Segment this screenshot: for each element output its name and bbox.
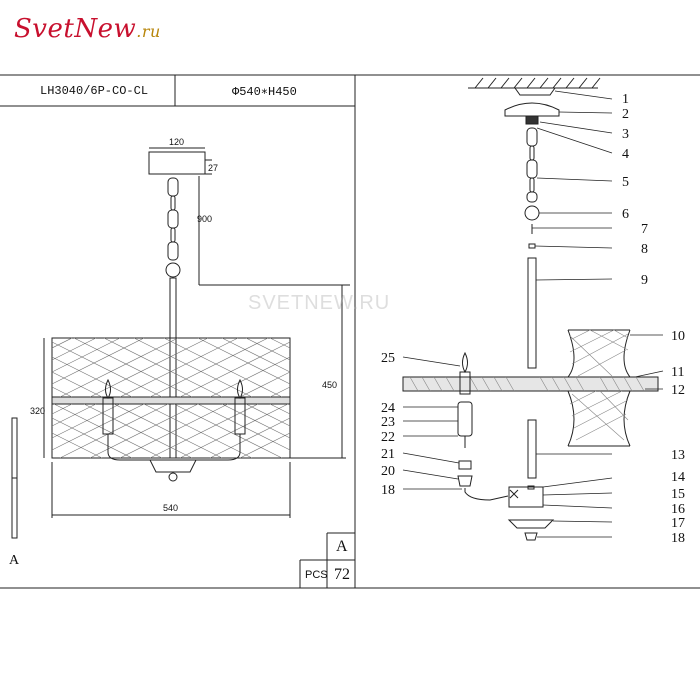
ring-band <box>51 396 291 405</box>
arm-right <box>464 488 509 501</box>
pcs-value: 72 <box>334 566 350 583</box>
part-label-8: 8 <box>641 242 648 257</box>
dim-total-height: 450 <box>322 380 337 390</box>
dim-diameter: 540 <box>163 503 178 513</box>
svetnew-logo[interactable]: SvetNew.ru <box>14 14 161 44</box>
part-labels-right: 1 2 3 4 5 6 7 8 9 10 11 12 13 14 15 16 1… <box>622 92 685 546</box>
part-label-13: 13 <box>671 448 685 463</box>
dim-shade-height: 320 <box>30 406 45 416</box>
size-spec: Φ540∗H450 <box>232 85 297 99</box>
mounting-bracket <box>514 87 556 96</box>
model-number: LH3040/6P-CO-CL <box>40 84 149 98</box>
part-label-9: 9 <box>641 273 648 288</box>
part-label-1: 1 <box>622 92 629 107</box>
junction-block <box>508 486 544 508</box>
lower-rod <box>527 419 537 479</box>
part-label-10: 10 <box>671 329 685 344</box>
part-label-3: 3 <box>622 127 629 142</box>
part-label-5: 5 <box>622 175 629 190</box>
part-label-25: 25 <box>381 351 395 366</box>
dim-canopy-width: 120 <box>169 137 184 147</box>
part-label-6: 6 <box>622 207 629 222</box>
pcs-label: PCS <box>305 569 328 581</box>
part-label-15: 15 <box>671 487 685 502</box>
shade-pattern <box>51 337 291 459</box>
candle-left <box>102 378 160 461</box>
leader-lines <box>402 90 664 538</box>
canopy-outline <box>148 151 206 175</box>
logo-text: SvetNew <box>14 14 137 44</box>
part-label-12: 12 <box>671 383 685 398</box>
logo-tld: .ru <box>136 22 161 41</box>
part-labels-left: 25 24 23 22 21 20 18 <box>381 351 395 498</box>
view-label-box: A <box>336 538 348 555</box>
part-label-2: 2 <box>622 107 629 122</box>
part-label-7: 7 <box>641 222 648 237</box>
ring-right <box>402 376 659 392</box>
part-label-21: 21 <box>381 447 395 462</box>
part-label-16: 16 <box>671 502 685 517</box>
dim-canopy-height: 27 <box>208 163 218 173</box>
bottom-hub <box>149 459 197 473</box>
part-label-20: 20 <box>381 464 395 479</box>
dim-chain-length: 900 <box>197 214 212 224</box>
shade-panel-right <box>567 329 631 447</box>
part-label-4: 4 <box>622 147 629 162</box>
chain-left <box>165 177 181 278</box>
rod-left <box>169 277 177 459</box>
left-elevation <box>11 147 350 539</box>
socket-right <box>457 401 473 437</box>
part-label-24: 24 <box>381 401 395 416</box>
right-exploded <box>402 77 664 541</box>
rod-right <box>527 257 537 369</box>
part-label-18: 18 <box>671 531 685 546</box>
part-label-17: 17 <box>671 516 685 531</box>
part-label-22: 22 <box>381 430 395 445</box>
part-label-18-left: 18 <box>381 483 395 498</box>
bottom-dish <box>507 519 555 529</box>
candle-right <box>188 378 246 461</box>
view-a-label: A <box>9 553 20 568</box>
part-label-14: 14 <box>671 470 685 485</box>
part-label-23: 23 <box>381 415 395 430</box>
chain-right <box>524 127 540 221</box>
canopy-plate <box>504 102 560 117</box>
part-label-11: 11 <box>671 365 684 380</box>
watermark: SVETNEW.RU <box>248 292 391 314</box>
